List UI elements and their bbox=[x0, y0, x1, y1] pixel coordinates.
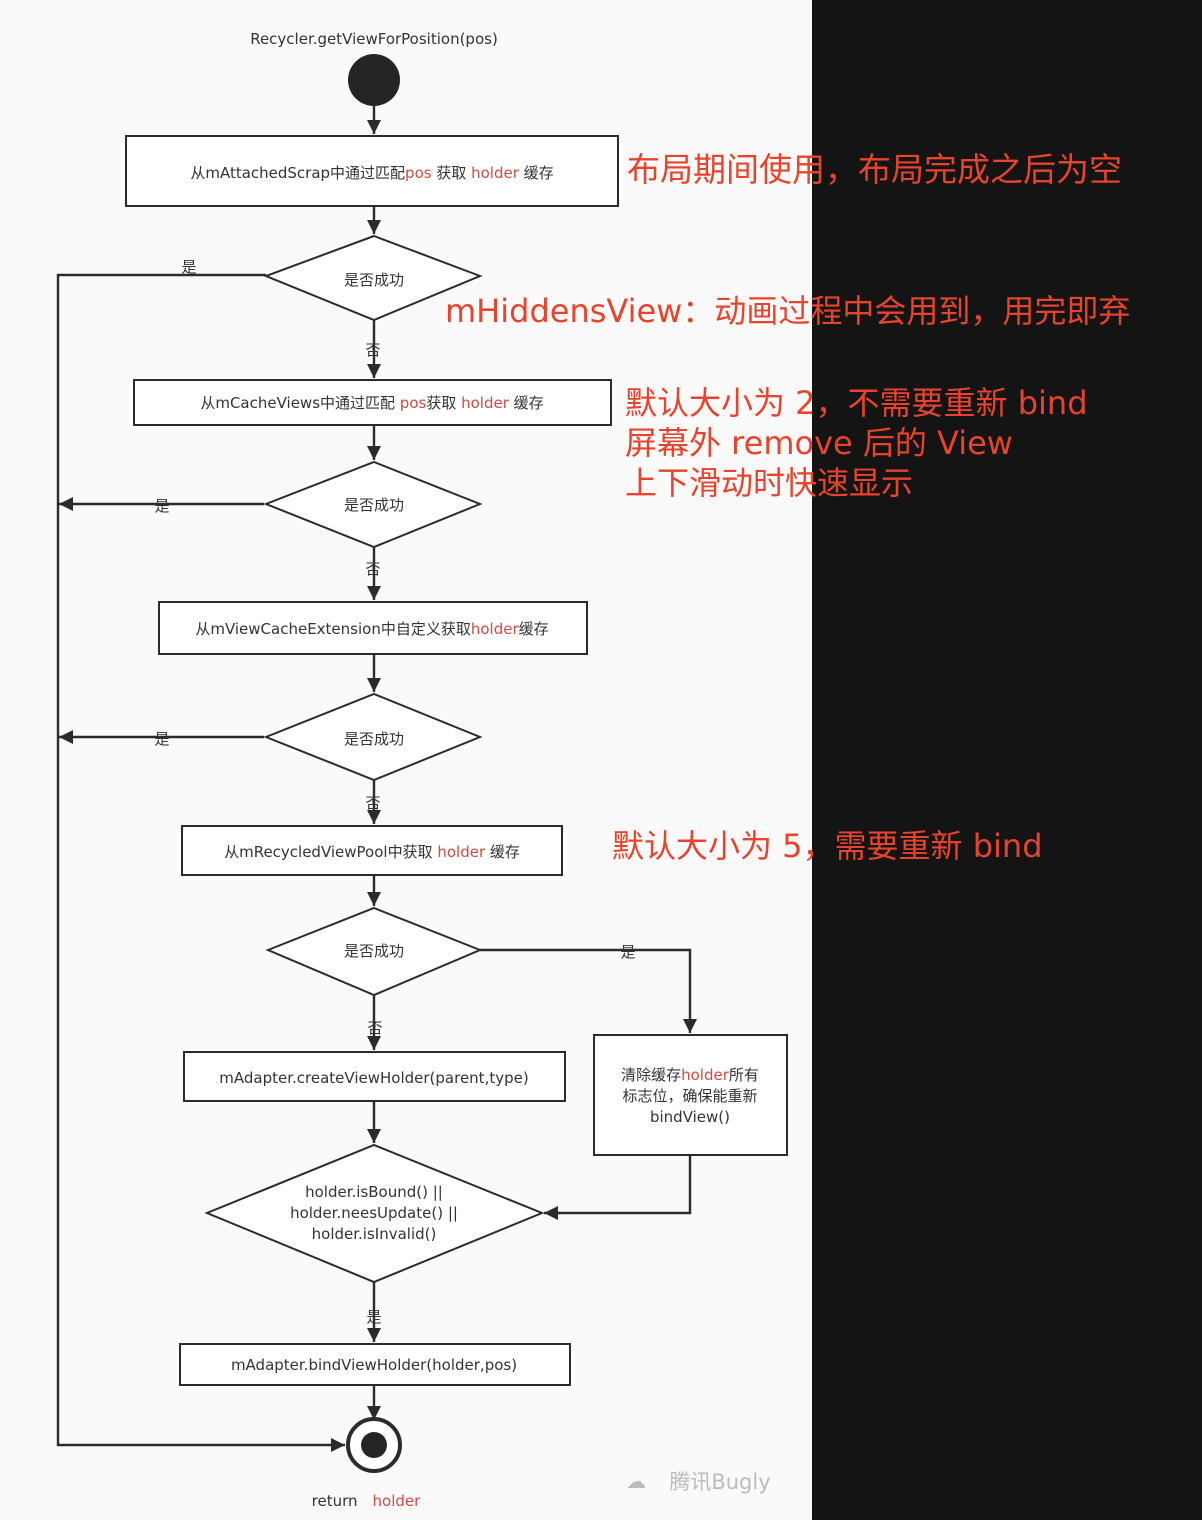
step-recycled-view-pool bbox=[181, 825, 563, 876]
no-label-1: 否 bbox=[365, 341, 380, 359]
step-create-view-holder bbox=[183, 1051, 566, 1102]
no-label-2: 否 bbox=[365, 560, 380, 578]
highlighted-term: pos bbox=[405, 164, 432, 182]
step-clear-flags-line-1: 清除缓存holder所有 bbox=[621, 1066, 759, 1084]
decision-3 bbox=[263, 692, 483, 782]
flowchart: Recycler.getViewForPosition(pos) 从mAttac… bbox=[56, 30, 788, 1510]
label-segment: 缓存 bbox=[519, 620, 549, 638]
step-clear-flags-line-3: bindView() bbox=[650, 1108, 730, 1126]
decision-4-label: 是否成功 bbox=[344, 942, 404, 960]
label-segment: 所有 bbox=[729, 1066, 759, 1084]
label-segment: 标志位，确保能重新 bbox=[622, 1087, 757, 1105]
annotation-cache-views-line-3: 上下滑动时快速显示 bbox=[625, 464, 914, 502]
no-label-4: 否 bbox=[367, 1019, 382, 1037]
annotation-hidden-views-line-1: mHiddensView：动画过程中会用到，用完即弃 bbox=[445, 292, 1131, 330]
label-segment: 获取 bbox=[426, 394, 461, 412]
annotation-cache-views-line-1: 默认大小为 2，不需要重新 bind bbox=[625, 384, 1088, 422]
highlighted-term: pos bbox=[400, 394, 427, 412]
decision-2-label: 是否成功 bbox=[344, 496, 404, 514]
annotation-attached-scrap: 布局期间使用，布局完成之后为空 bbox=[627, 150, 1122, 190]
node-shapes bbox=[125, 54, 788, 1473]
annotation-cache-views: 默认大小为 2，不需要重新 bind 屏幕外 remove 后的 View 上下… bbox=[625, 383, 1088, 503]
highlighted-term: holder bbox=[437, 843, 486, 861]
bound-check-line-2: holder.neesUpdate() || bbox=[290, 1204, 458, 1222]
connectors bbox=[56, 98, 697, 1452]
highlighted-term: holder bbox=[461, 394, 510, 412]
step-clear-flags bbox=[593, 1034, 788, 1156]
step-bind-view-holder bbox=[179, 1343, 571, 1386]
decision-4 bbox=[265, 906, 483, 997]
decision-1-label: 是否成功 bbox=[344, 271, 404, 289]
step-view-cache-extension-label: 从mViewCacheExtension中自定义获取holder缓存 bbox=[195, 620, 548, 638]
step-create-view-holder-label: mAdapter.createViewHolder(parent,type) bbox=[219, 1069, 528, 1087]
annotation-hidden-views: mHiddensView：动画过程中会用到，用完即弃 bbox=[445, 292, 1130, 330]
arrow-decision1-yes-to-end bbox=[56, 273, 345, 1452]
end-label: return holder bbox=[312, 1492, 421, 1510]
yes-label-5: 是 bbox=[366, 1308, 381, 1326]
label-segment: 从mRecycledViewPool中获取 bbox=[224, 843, 437, 861]
step-cache-views bbox=[133, 379, 612, 426]
highlighted-term: holder bbox=[471, 620, 520, 638]
start-label: Recycler.getViewForPosition(pos) bbox=[250, 30, 498, 48]
step-view-cache-extension bbox=[158, 601, 588, 655]
step-attached-scrap bbox=[125, 135, 619, 207]
label-segment: 从mAttachedScrap中通过匹配 bbox=[190, 164, 405, 182]
label-segment: 获取 bbox=[432, 164, 472, 182]
flowchart-panel: Recycler.getViewForPosition(pos) 从mAttac… bbox=[0, 0, 812, 1520]
annotation-attached-scrap-line-1: 布局期间使用，布局完成之后为空 bbox=[627, 150, 1122, 189]
step-clear-flags-line-2: 标志位，确保能重新 bbox=[622, 1087, 757, 1105]
annotation-cache-views-line-2: 屏幕外 remove 后的 View bbox=[625, 424, 1013, 462]
highlighted-term: holder bbox=[358, 1492, 422, 1510]
arrow-decision4-yes-to-clear bbox=[480, 948, 697, 1033]
start-node bbox=[348, 54, 400, 106]
bound-check-line-3: holder.isInvalid() bbox=[312, 1225, 437, 1243]
yes-label-2: 是 bbox=[154, 497, 169, 515]
yes-label-4: 是 bbox=[620, 943, 635, 961]
watermark-text: 腾讯Bugly bbox=[669, 1470, 770, 1494]
annotation-recycled-pool: 默认大小为 5，需要重新 bind bbox=[612, 827, 1043, 865]
label-segment: 清除缓存 bbox=[621, 1066, 681, 1084]
end-node-dot bbox=[361, 1432, 387, 1458]
diagram-labels: Recycler.getViewForPosition(pos) 从mAttac… bbox=[154, 30, 770, 1510]
highlighted-term: holder bbox=[471, 164, 520, 182]
no-label-3: 否 bbox=[365, 794, 380, 812]
label-segment: 缓存 bbox=[509, 394, 544, 412]
step-cache-views-label: 从mCacheViews中通过匹配 pos获取 holder 缓存 bbox=[200, 394, 543, 412]
decision-bound-check bbox=[204, 1143, 545, 1284]
highlighted-term: holder bbox=[681, 1066, 730, 1084]
arrow-clear-to-check bbox=[544, 1155, 692, 1220]
decision-1 bbox=[263, 234, 483, 322]
yes-label-1: 是 bbox=[181, 258, 196, 276]
decision-2 bbox=[263, 460, 483, 549]
step-bind-view-holder-label: mAdapter.bindViewHolder(holder,pos) bbox=[231, 1356, 517, 1374]
label-segment: 缓存 bbox=[519, 164, 554, 182]
label-segment: bindView() bbox=[650, 1108, 730, 1126]
annotation-recycled-pool-line-1: 默认大小为 5，需要重新 bind bbox=[612, 827, 1043, 865]
label-segment: return bbox=[312, 1492, 358, 1510]
watermark: ☁ 腾讯Bugly bbox=[626, 1469, 771, 1494]
step-recycled-view-pool-label: 从mRecycledViewPool中获取 holder 缓存 bbox=[224, 843, 520, 861]
label-segment: 从mCacheViews中通过匹配 bbox=[200, 394, 399, 412]
bound-check-line-1: holder.isBound() || bbox=[305, 1183, 443, 1201]
wechat-icon: ☁ bbox=[626, 1469, 646, 1493]
yes-label-3: 是 bbox=[154, 730, 169, 748]
decision-3-label: 是否成功 bbox=[344, 730, 404, 748]
label-segment: 缓存 bbox=[485, 843, 520, 861]
step-attached-scrap-label: 从mAttachedScrap中通过匹配pos 获取 holder 缓存 bbox=[190, 164, 553, 182]
label-segment: 从mViewCacheExtension中自定义获取 bbox=[195, 620, 471, 638]
